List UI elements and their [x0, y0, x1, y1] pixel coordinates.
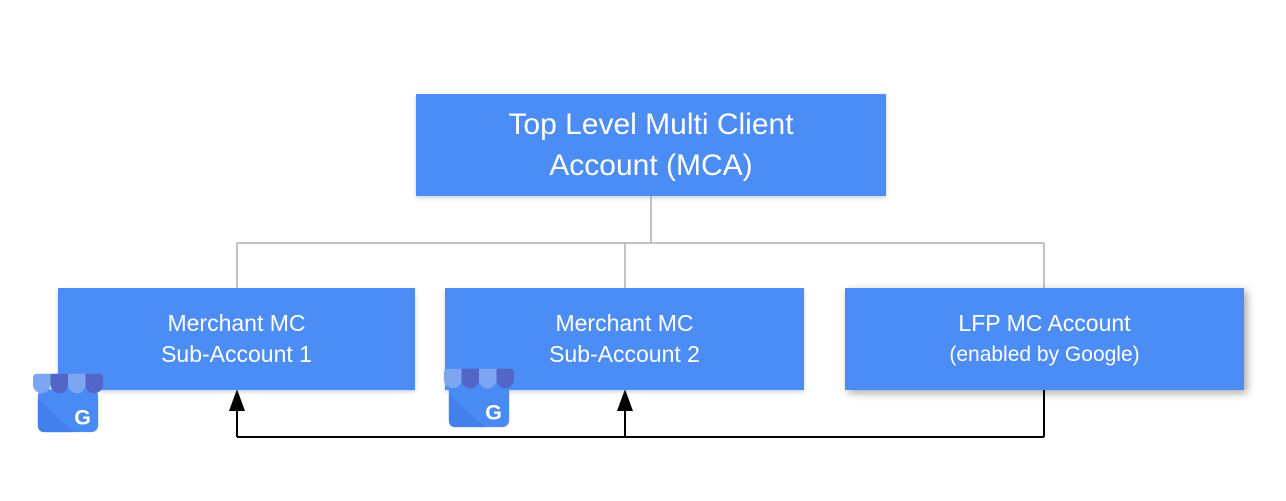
node-lfp-label-line2: (enabled by Google): [949, 343, 1140, 366]
node-lfp-mc-account: LFP MC Account (enabled by Google): [845, 288, 1244, 390]
node-merchant-sub-account-1: Merchant MC Sub-Account 1: [58, 288, 415, 390]
node-mca: Top Level Multi Client Account (MCA): [416, 94, 886, 196]
arrowhead-sub2: [617, 389, 633, 411]
google-g-letter: G: [485, 400, 502, 424]
awning: [33, 373, 103, 394]
tree-connectors: [236, 196, 1045, 288]
google-my-business-icon: G: [33, 373, 103, 433]
google-g-letter: G: [74, 405, 91, 429]
node-sub2-label-line1: Merchant MC: [555, 310, 694, 336]
arrowhead-sub1: [229, 389, 245, 411]
node-lfp-label-line1: LFP MC Account: [958, 310, 1131, 336]
awning: [444, 368, 514, 389]
node-sub1-label-line2: Sub-Account 1: [161, 341, 312, 367]
node-mca-label-line1: Top Level Multi Client: [508, 108, 794, 141]
lfp-arrows: [236, 390, 1045, 438]
google-my-business-icon: G: [444, 368, 514, 428]
node-sub1-label-line1: Merchant MC: [167, 310, 306, 336]
node-mca-label-line2: Account (MCA): [549, 149, 753, 182]
arrowheads: [229, 389, 633, 411]
node-sub2-label-line2: Sub-Account 2: [549, 341, 700, 367]
